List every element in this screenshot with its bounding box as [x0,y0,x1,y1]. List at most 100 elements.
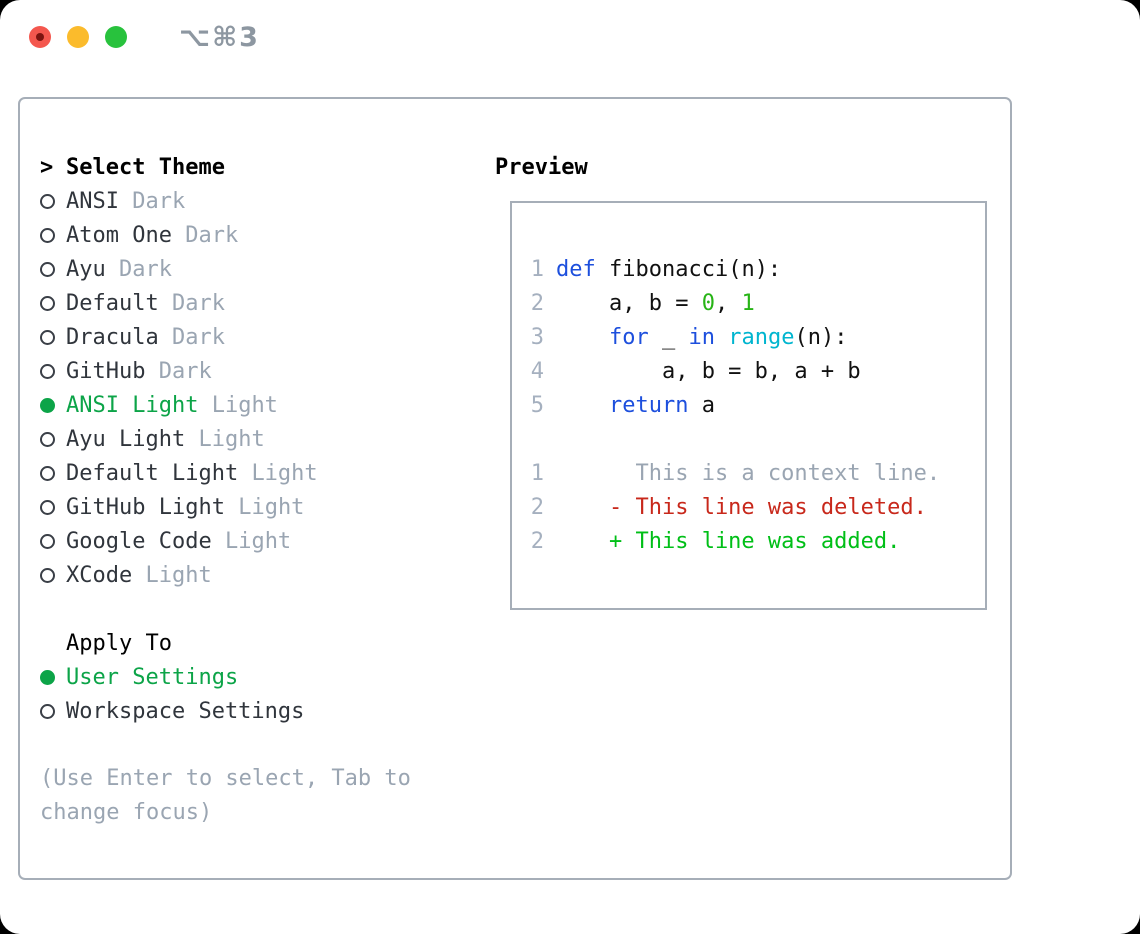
apply-option-workspace-settings[interactable]: Workspace Settings [40,694,485,728]
section-gap [40,592,485,626]
theme-option-ansi-light[interactable]: ANSI Light Light [40,388,485,422]
theme-name: Ayu Light [66,426,186,452]
zoom-button[interactable] [105,26,127,48]
close-button[interactable] [29,26,51,48]
label-tag-gap [132,563,145,588]
code-token-fg [556,325,609,350]
theme-variant-tag: Light [211,392,278,418]
code-token-builtin: range [728,324,795,350]
code-token-num: 1 [741,290,755,316]
line-number: 3 [530,324,544,350]
theme-name: GitHub Light [66,494,225,520]
theme-option-github[interactable]: GitHub Dark [40,354,485,388]
radio-selected-icon [40,397,55,413]
theme-option-default-light[interactable]: Default Light Light [40,456,485,490]
theme-variant-tag: Light [224,528,292,554]
radio-unselected-icon [40,431,55,447]
line-number: 2 [530,290,544,316]
code-token-fg: (n): [794,324,848,350]
code-token-add: + This line was added. [556,528,901,554]
theme-option-dracula[interactable]: Dracula Dark [40,320,485,354]
theme-variant-tag: Dark [185,222,239,248]
label-tag-gap [225,495,238,520]
label-tag-gap [106,257,119,282]
code-token-fg: a, b = b, a + b [556,358,861,384]
theme-variant-tag: Dark [171,290,225,316]
code-token-fg [715,325,728,350]
radio-unselected-icon [40,193,55,209]
radio-unselected-icon [40,227,55,243]
code-token-kw: for [608,324,649,350]
theme-name: ANSI [66,188,119,214]
minimize-button[interactable] [67,26,89,48]
code-token-del: - This line was deleted. [556,494,927,520]
line-number: 5 [530,392,544,418]
theme-variant-tag: Dark [171,324,225,350]
line-number: 2 [530,494,544,520]
label-tag-gap [159,325,172,350]
label-tag-gap [185,427,198,452]
radio-unselected-icon [40,567,55,583]
theme-option-atom-one[interactable]: Atom One Dark [40,218,485,252]
code-token-fg: , [714,290,742,316]
theme-name: ANSI Light [66,392,199,418]
theme-name: Ayu [66,256,106,282]
code-line: 3 for _ in range(n): [530,320,985,354]
preview-header: Preview [495,150,987,184]
theme-option-ayu-light[interactable]: Ayu Light Light [40,422,485,456]
line-number: 4 [530,358,544,384]
label-tag-gap [172,223,185,248]
radio-unselected-icon [40,499,55,515]
theme-option-github-light[interactable]: GitHub Light Light [40,490,485,524]
theme-variant-tag: Light [198,426,265,452]
theme-variant-tag: Light [145,562,212,588]
theme-option-default[interactable]: Default Dark [40,286,485,320]
code-token-fg: a [688,392,715,418]
theme-option-ansi[interactable]: ANSI Dark [40,184,485,218]
radio-unselected-icon [40,703,55,719]
theme-option-ayu[interactable]: Ayu Dark [40,252,485,286]
theme-variant-tag: Light [251,460,318,486]
hint-text: (Use Enter to select, Tab to change focu… [40,766,411,825]
theme-name: XCode [66,562,133,588]
radio-unselected-icon [40,533,55,549]
code-line [530,422,985,456]
theme-name: Default Light [66,460,239,486]
code-token-kw: in [688,324,715,350]
theme-variant-tag: Dark [158,358,212,384]
apply-to-header: Apply To [40,626,485,660]
titlebar: ⌥⌘3 [0,0,1140,74]
code-token-fg: a, b = [556,290,702,316]
code-line: 4 a, b = b, a + b [530,354,985,388]
code-line: 2 + This line was added. [530,524,985,558]
theme-option-xcode[interactable]: XCode Light [40,558,485,592]
code-line: 2 a, b = 0, 1 [530,286,985,320]
code-token-fg: fibonacci(n): [595,256,782,282]
preview-title: Preview [495,154,588,180]
label-tag-gap [238,461,251,486]
radio-unselected-icon [40,465,55,481]
label-tag-gap [212,529,225,554]
label-tag-gap [119,189,132,214]
radio-unselected-icon [40,363,55,379]
label-tag-gap [159,291,172,316]
theme-variant-tag: Dark [119,256,172,282]
code-line: 1 This is a context line. [530,456,985,490]
code-token-fg: _ [648,324,689,350]
code-line: 5 return a [530,388,985,422]
close-dot-icon [36,33,44,41]
line-number: 2 [530,528,544,554]
code-token-num: 0 [701,290,715,316]
prompt-caret-icon: > [40,154,54,180]
apply-option-user-settings[interactable]: User Settings [40,660,485,694]
apply-option-label: Workspace Settings [66,698,305,724]
theme-option-google-code[interactable]: Google Code Light [40,524,485,558]
radio-unselected-icon [40,295,55,311]
section-gap [40,728,485,762]
